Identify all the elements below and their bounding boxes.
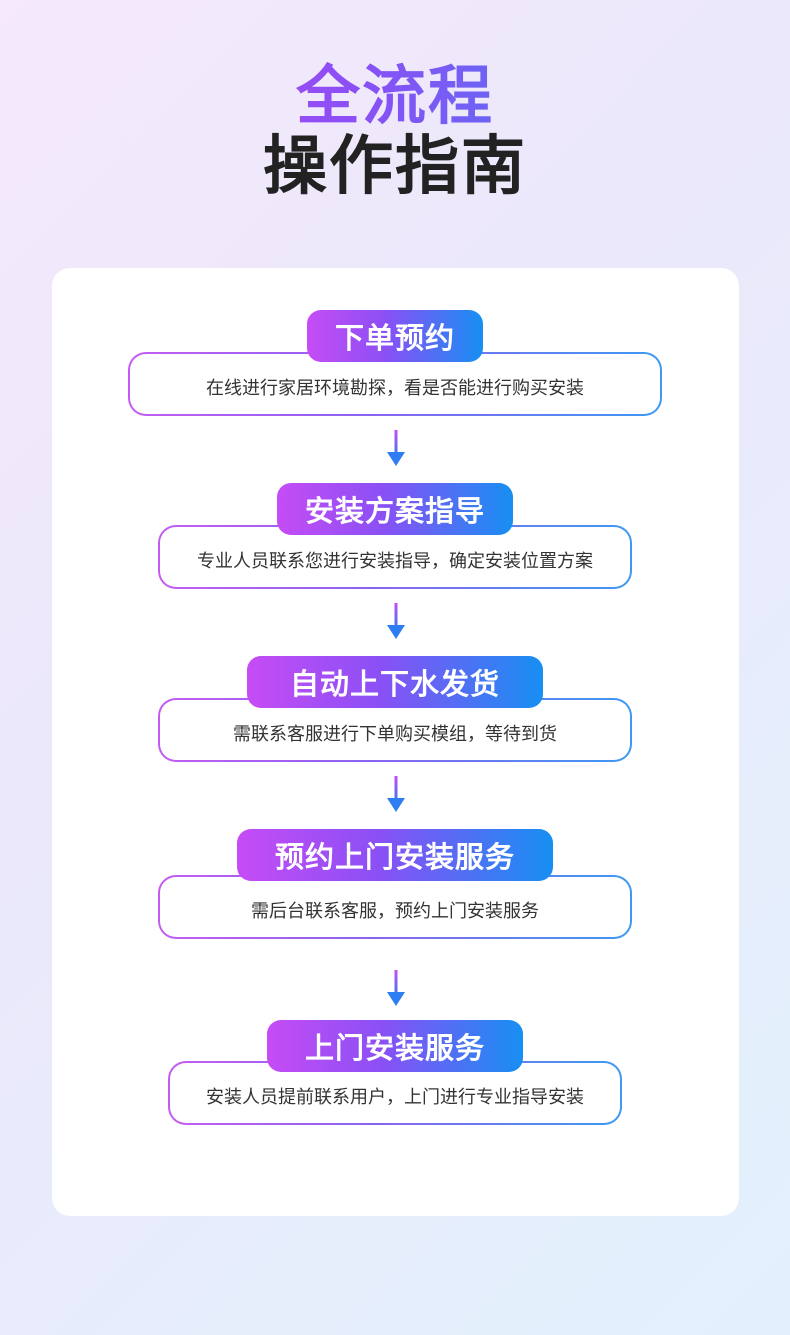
step-4-description: 需后台联系客服，预约上门安装服务 — [158, 875, 632, 939]
step-5-description: 安装人员提前联系用户，上门进行专业指导安装 — [168, 1061, 622, 1125]
title-line-1: 全流程 — [0, 58, 790, 136]
step-2-title-badge: 安装方案指导 — [277, 483, 513, 535]
arrow-down-icon — [387, 970, 405, 1006]
step-1-title-badge: 下单预约 — [307, 310, 483, 362]
step-2-description: 专业人员联系您进行安装指导，确定安装位置方案 — [158, 525, 632, 589]
title-line-2: 操作指南 — [263, 130, 527, 204]
arrow-down-icon — [387, 776, 405, 812]
arrow-down-icon — [387, 603, 405, 639]
step-4-title-badge: 预约上门安装服务 — [237, 829, 553, 881]
flow-card: 在线进行家居环境勘探，看是否能进行购买安装 下单预约 专业人员联系您进行安装指导… — [52, 268, 739, 1216]
step-5-title-badge: 上门安装服务 — [267, 1020, 523, 1072]
arrow-down-icon — [387, 430, 405, 466]
step-3-description: 需联系客服进行下单购买模组，等待到货 — [158, 698, 632, 762]
step-3-title-badge: 自动上下水发货 — [247, 656, 543, 708]
step-1-description: 在线进行家居环境勘探，看是否能进行购买安装 — [128, 352, 662, 416]
